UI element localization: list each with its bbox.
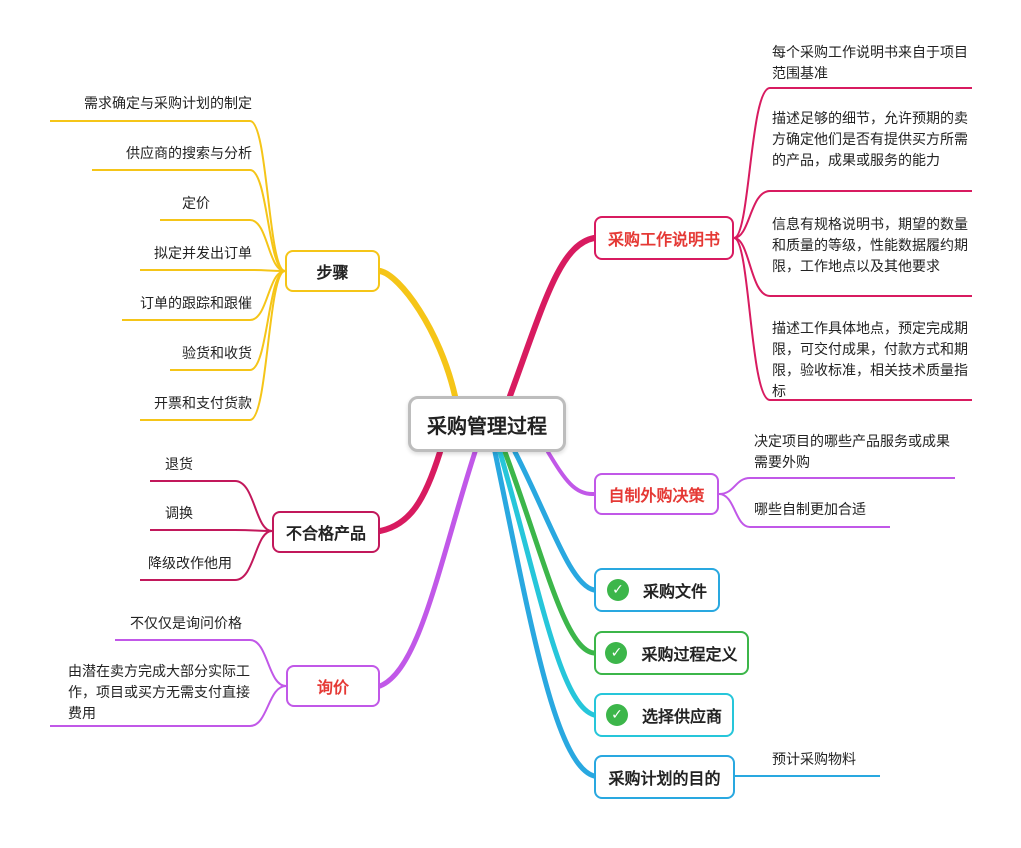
steps-item-1: 需求确定与采购计划的制定 [84,96,252,112]
link-root-makebuy [546,450,596,497]
sow-item-2: 描述足够的细节，允许预期的卖方确定他们是否有提供买方所需的产品，成果或服务的能力 [772,111,968,169]
steps-item-5: 订单的跟踪和跟催 [140,296,252,312]
link-root-docs [512,449,597,593]
purpose-item-1: 预计采购物料 [772,752,856,768]
sow-item-1: 每个采购工作说明书来自于项目范围基准 [772,45,968,82]
sow-node[interactable]: 采购工作说明书 [594,216,734,260]
supplier-node[interactable]: ✓ 选择供应商 [594,693,734,737]
process-node[interactable]: ✓ 采购过程定义 [594,631,749,675]
link-root-purpose [492,449,597,779]
steps-item-7: 开票和支付货款 [154,396,252,412]
link-root-nonconforming [377,449,443,534]
process-label: 采购过程定义 [641,645,738,664]
check-icon: ✓ [605,642,628,664]
steps-item-3: 定价 [182,196,210,212]
makebuy-node[interactable]: 自制外购决策 [594,473,719,515]
purpose-node[interactable]: 采购计划的目的 [594,755,735,799]
inquiry-item-1: 不仅仅是询问价格 [130,616,242,632]
makebuy-item-1: 决定项目的哪些产品服务或成果需要外购 [754,434,950,471]
makebuy-item-2: 哪些自制更加合适 [754,502,866,518]
nonconforming-node[interactable]: 不合格产品 [272,511,380,553]
link-root-sow [507,235,597,399]
link-root-steps [377,268,458,399]
steps-node[interactable]: 步骤 [285,250,380,292]
nonconforming-item-3: 降级改作他用 [148,556,232,572]
nonconforming-item-2: 调换 [165,506,193,522]
link-root-inquiry [377,449,478,689]
inquiry-node[interactable]: 询价 [286,665,380,707]
root-node[interactable]: 采购管理过程 [408,396,566,452]
check-icon: ✓ [606,579,629,601]
nonconforming-item-1: 退货 [165,457,193,473]
inquiry-item-2: 由潜在卖方完成大部分实际工作，项目或买方无需支付直接费用 [68,664,250,722]
supplier-label: 选择供应商 [641,707,722,726]
sow-item-4: 描述工作具体地点，预定完成期限，可交付成果，付款方式和期限，验收标准，相关技术质… [772,321,968,400]
sow-item-3: 信息有规格说明书，期望的数量和质量的等级，性能数据履约期限，工作地点以及其他要求 [772,217,968,275]
link-root-process [502,449,597,656]
steps-item-6: 验货和收货 [182,346,252,362]
steps-item-2: 供应商的搜索与分析 [126,146,252,162]
link-root-supplier [497,449,597,718]
docs-node[interactable]: ✓ 采购文件 [594,568,720,612]
steps-item-4: 拟定并发出订单 [154,246,252,262]
check-icon: ✓ [605,704,628,726]
docs-label: 采购文件 [642,582,707,601]
